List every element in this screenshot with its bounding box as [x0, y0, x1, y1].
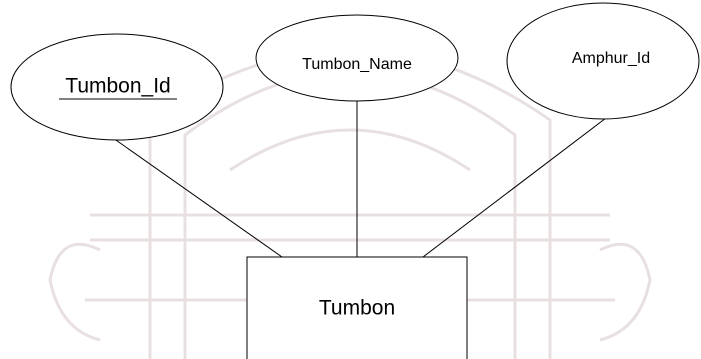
attribute-ellipse: [255, 14, 459, 102]
connector-tumbon-id: [112, 137, 283, 258]
attribute-tumbon-name: Tumbon_Name: [255, 14, 459, 102]
attribute-tumbon-id: Tumbon_Id: [10, 33, 224, 141]
entity-rectangle: [246, 256, 468, 359]
attribute-amphur-id: Amphur_Id: [506, 2, 700, 120]
entity-label: Tumbon: [319, 297, 395, 320]
attribute-label-amphur-id: Amphur_Id: [572, 50, 650, 67]
attribute-ellipse: [10, 33, 224, 141]
connector-amphur-id: [422, 117, 607, 258]
attribute-label-tumbon-id: Tumbon_Id: [65, 75, 170, 98]
attribute-ellipse: [506, 2, 700, 120]
attribute-label-tumbon-name: Tumbon_Name: [302, 56, 412, 73]
entity-tumbon: Tumbon: [246, 256, 468, 359]
